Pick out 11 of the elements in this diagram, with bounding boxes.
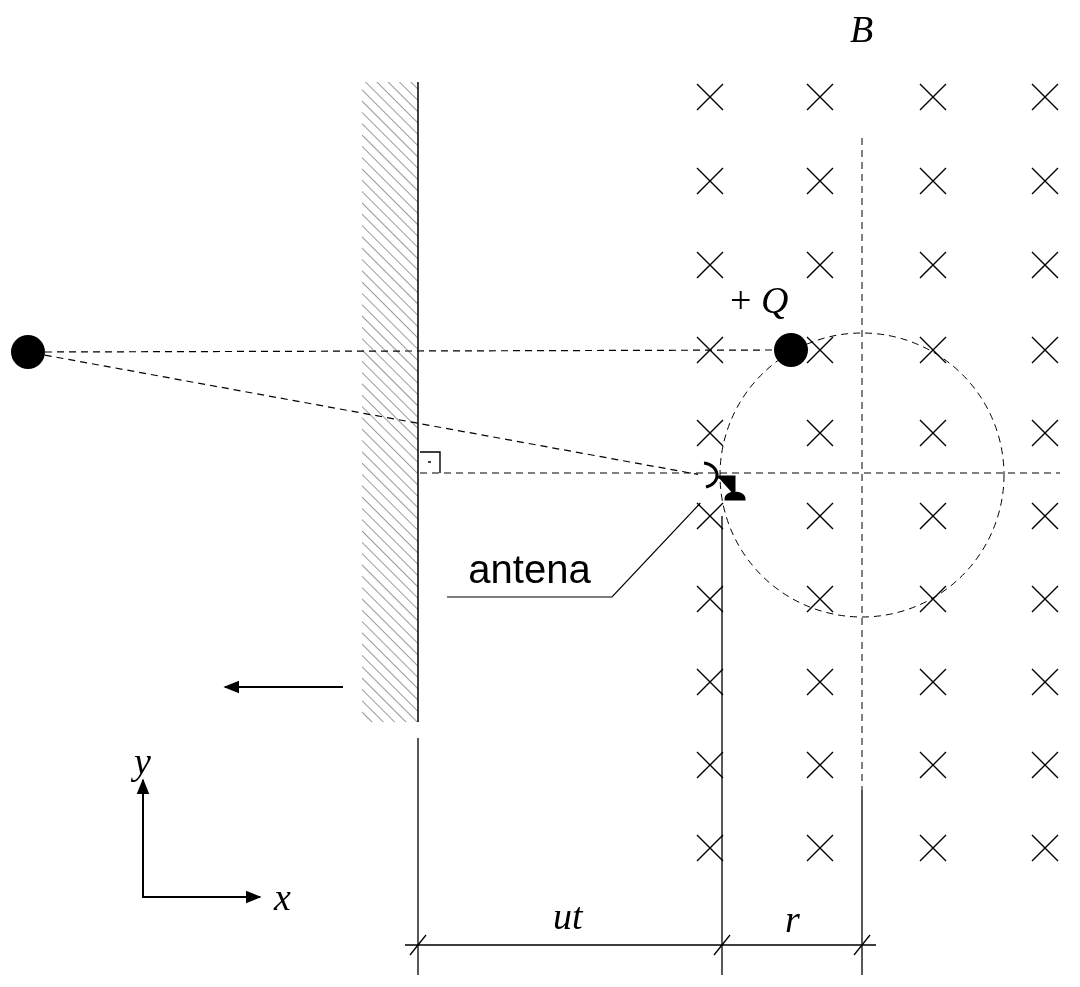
dashed-line	[44, 354, 699, 475]
charge-label: + Q	[730, 281, 789, 319]
dimension-label: ut	[553, 897, 583, 935]
field-symbol: B	[850, 10, 874, 48]
charge-dot	[11, 335, 45, 369]
dashed-line	[44, 349, 775, 353]
label-text: antena	[447, 545, 612, 597]
dimension-label: r	[785, 900, 800, 938]
leader-line	[446, 502, 701, 598]
axis-label: x	[274, 878, 291, 916]
charge-dot	[774, 333, 808, 367]
